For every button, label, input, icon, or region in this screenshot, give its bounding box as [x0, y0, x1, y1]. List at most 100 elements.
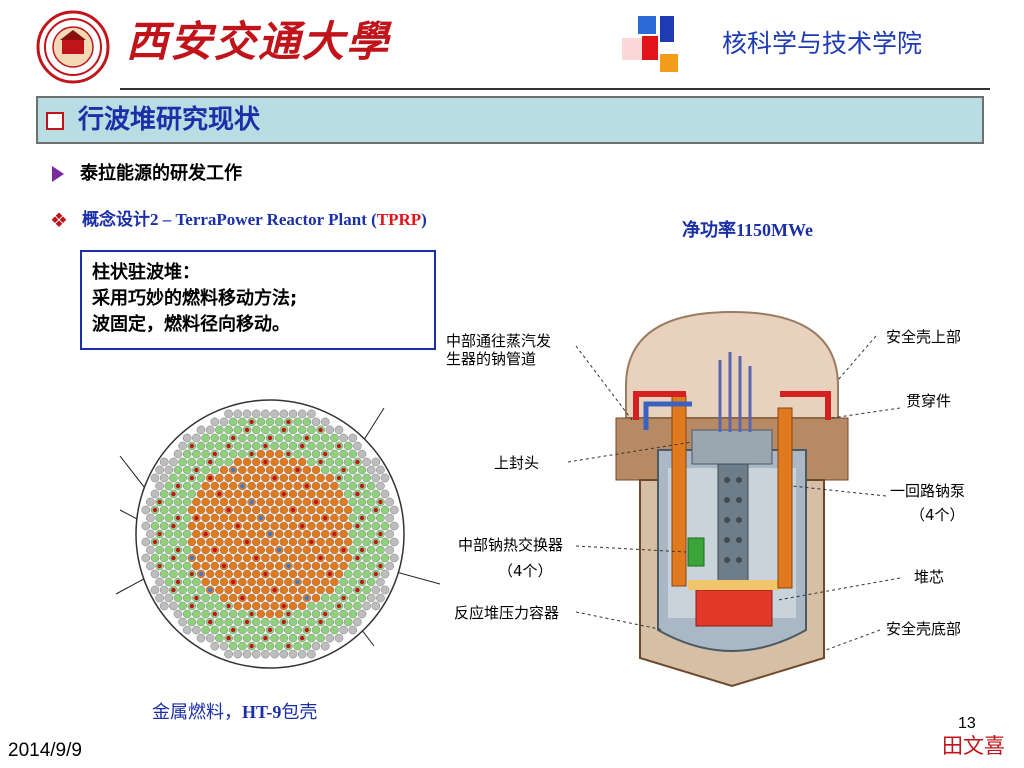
fuel-assembly [297, 425, 307, 435]
fuel-assembly [178, 489, 187, 499]
sodium-pipe-red-right [780, 391, 831, 420]
fuel-assembly [169, 505, 178, 515]
fuel-assembly [297, 537, 307, 547]
fuel-assembly [348, 529, 358, 539]
fuel-assembly [348, 449, 358, 459]
fuel-assembly [279, 649, 289, 659]
fuel-assembly [284, 625, 293, 635]
fuel-assembly [228, 593, 238, 603]
fuel-assembly [320, 625, 330, 635]
school-name: 核科学与技术学院 [722, 29, 923, 58]
fuel-assembly [192, 561, 201, 571]
fuel-assembly [288, 425, 298, 435]
fuel-assembly [155, 465, 164, 475]
fuel-assembly [251, 569, 261, 579]
fuel-assembly [311, 609, 321, 619]
fuel-assembly [256, 625, 266, 635]
fuel-assembly [233, 601, 243, 611]
fuel-assembly [224, 457, 233, 467]
bullet-level2-suffix: ) [421, 210, 427, 229]
fuel-assembly [155, 545, 164, 555]
fuel-assembly [325, 457, 335, 467]
fuel-assembly [302, 641, 312, 651]
fuel-assembly [251, 521, 261, 531]
fuel-assembly [297, 553, 307, 563]
fuel-assembly [362, 521, 371, 531]
fuel-assembly [251, 409, 261, 419]
callout-primary-pump: 一回路钠泵 [890, 482, 965, 500]
fuel-assembly [182, 465, 192, 475]
control-rod-marker [304, 435, 309, 441]
fuel-assembly [205, 537, 215, 547]
fuel-assembly [274, 609, 284, 619]
fuel-assembly [357, 561, 367, 571]
fuel-assembly [215, 553, 224, 563]
fuel-assembly [334, 505, 344, 515]
fuel-assembly [307, 441, 316, 451]
fuel-assembly [288, 409, 298, 419]
fuel-assembly [376, 513, 385, 523]
fuel-assembly [242, 505, 252, 515]
fuel-assembly [307, 633, 316, 643]
fuel-assembly [274, 433, 284, 443]
control-rod-marker [323, 611, 328, 617]
fuel-assembly [205, 441, 215, 451]
core-rod-marker [198, 571, 204, 577]
fuel-assembly [330, 481, 339, 491]
callout-heat-exchanger-count: （4个） [498, 562, 553, 580]
fuel-assembly [307, 505, 316, 515]
core-rod-marker [240, 595, 245, 601]
fuel-assembly [251, 617, 261, 627]
fuel-assembly [210, 513, 220, 523]
fuel-assembly [330, 625, 339, 635]
fuel-assembly [293, 433, 302, 443]
fuel-assembly [265, 481, 275, 491]
fuel-assembly [215, 473, 224, 483]
fuel-assembly [233, 569, 243, 579]
bullet-level2-text: 概念设计2 – TerraPower Reactor Plant (TPRP) [82, 206, 427, 234]
fuel-assembly [389, 537, 399, 547]
fuel-assembly [330, 449, 339, 459]
fuel-assembly [288, 633, 298, 643]
fuel-assembly [196, 521, 206, 531]
callout-sodium-pipe-line2: 生器的钠管道 [446, 350, 536, 368]
fuel-assembly [261, 505, 270, 515]
slide-title: 行波堆研究现状 [78, 105, 261, 135]
fuel-assembly [146, 497, 155, 507]
fuel-assembly [307, 601, 316, 611]
fuel-assembly [233, 425, 243, 435]
fuel-assembly [219, 433, 229, 443]
control-rod-marker [231, 435, 236, 441]
core-rod-marker [272, 587, 277, 593]
fuel-assembly [155, 513, 164, 523]
fuel-assembly [376, 465, 385, 475]
control-rod-marker [378, 499, 383, 505]
fuel-assembly [210, 497, 220, 507]
fuel-assembly [293, 593, 302, 603]
note-line: 柱状驻波堆： [92, 262, 200, 283]
fuel-assembly [279, 521, 289, 531]
fuel-assembly [316, 585, 325, 595]
fuel-assembly [293, 417, 302, 427]
fuel-assembly [270, 633, 279, 643]
fuel-assembly [233, 489, 243, 499]
fuel-assembly [325, 425, 335, 435]
fuel-assembly [247, 513, 256, 523]
fuel-assembly [150, 585, 160, 595]
fuel-assembly [279, 441, 289, 451]
fuel-assembly [320, 545, 330, 555]
fuel-assembly [219, 545, 229, 555]
fuel-assembly [210, 465, 220, 475]
control-rod-marker [212, 611, 217, 617]
fuel-assembly [307, 569, 316, 579]
fuel-assembly [182, 529, 192, 539]
fuel-assembly [357, 449, 367, 459]
fuel-assembly [169, 601, 178, 611]
fuel-assembly [293, 545, 302, 555]
fuel-assembly [178, 505, 187, 515]
fuel-assembly [238, 433, 247, 443]
core-rod-marker [313, 499, 319, 505]
fuel-assembly [274, 641, 284, 651]
fuel-assembly [293, 481, 302, 491]
fuel-assembly [297, 617, 307, 627]
